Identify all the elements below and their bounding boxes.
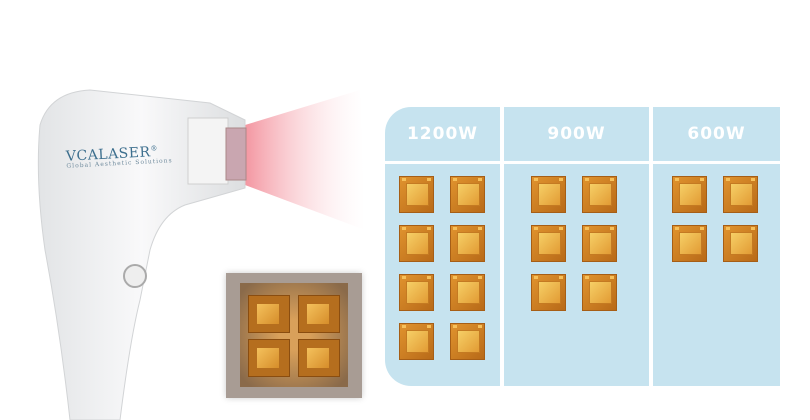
laser-chip-icon: [582, 176, 617, 213]
laser-chip-icon: [450, 274, 485, 311]
laser-chip-icon: [450, 225, 485, 262]
power-column-header: 600W: [653, 107, 780, 164]
laser-chip-icon: [531, 274, 566, 311]
laser-chip-closeup: [226, 273, 362, 398]
power-column-header: 1200W: [385, 107, 500, 164]
power-label: 900W: [547, 124, 606, 144]
power-column-header: 900W: [504, 107, 649, 164]
trigger-button: [123, 264, 147, 288]
laser-chip-icon: [450, 176, 485, 213]
laser-chip-icon: [531, 225, 566, 262]
laser-beam: [245, 90, 365, 230]
laser-chip-icon: [672, 225, 707, 262]
power-column-600w: 600W: [653, 107, 780, 386]
laser-chip-icon: [672, 176, 707, 213]
laser-chip-icon: [399, 225, 434, 262]
laser-chip-icon: [399, 323, 434, 360]
power-column-1200w: 1200W: [385, 107, 500, 386]
laser-handpiece-image: [37, 89, 365, 420]
laser-chip-icon: [531, 176, 566, 213]
laser-chip-icon: [399, 176, 434, 213]
laser-chip-icon: [582, 225, 617, 262]
laser-chip-icon: [450, 323, 485, 360]
laser-chip-icon: [723, 225, 758, 262]
power-column-900w: 900W: [504, 107, 649, 386]
laser-chip-icon: [582, 274, 617, 311]
power-label: 1200W: [406, 124, 479, 144]
power-comparison-panel: 1200W 900W 600W: [385, 107, 780, 386]
power-label: 600W: [687, 124, 746, 144]
laser-chip-icon: [399, 274, 434, 311]
laser-chip-icon: [723, 176, 758, 213]
